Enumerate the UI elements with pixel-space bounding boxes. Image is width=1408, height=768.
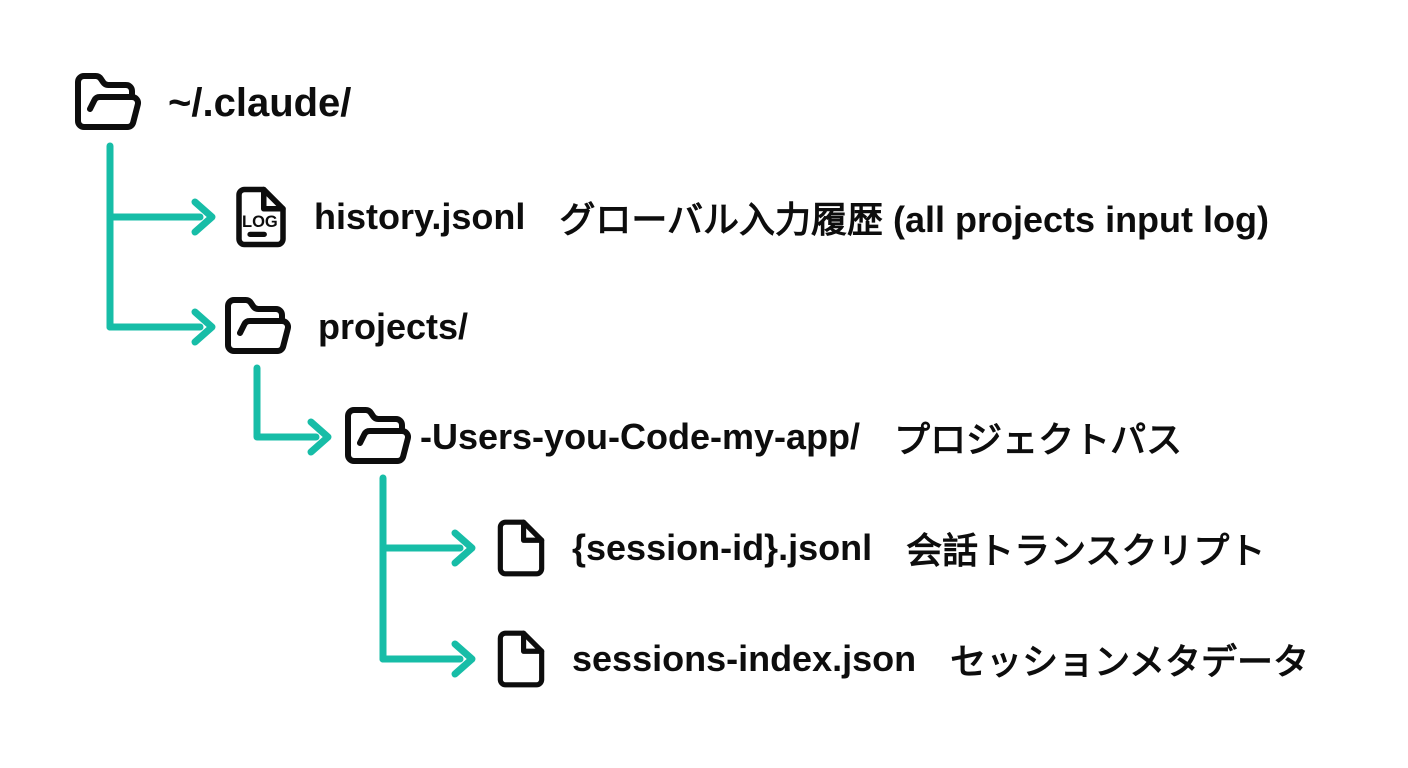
tree-node-session: {session-id}.jsonl 会話トランスクリプト bbox=[490, 511, 1265, 585]
node-label-projects: projects/ bbox=[318, 306, 469, 347]
arrowhead-myapp bbox=[307, 418, 332, 456]
folder-open-icon bbox=[222, 291, 294, 363]
arrowhead-index bbox=[451, 640, 476, 678]
file-icon bbox=[490, 517, 552, 579]
node-desc-myapp: プロジェクトパス bbox=[894, 419, 1183, 460]
file-icon bbox=[490, 628, 552, 690]
node-desc-index: セッションメタデータ bbox=[950, 641, 1310, 682]
node-label-history: history.jsonl bbox=[314, 196, 526, 237]
tree-node-index: sessions-index.json セッションメタデータ bbox=[490, 622, 1309, 696]
tree-node-projects: projects/ bbox=[222, 290, 468, 364]
folder-open-icon bbox=[342, 401, 414, 473]
arrowhead-projects bbox=[191, 308, 216, 346]
arrowhead-history bbox=[191, 198, 216, 236]
connector-projects-to-myapp bbox=[253, 364, 320, 441]
node-desc-history: グローバル入力履歴 (all projects input log) bbox=[559, 199, 1269, 240]
node-desc-session: 会話トランスクリプト bbox=[906, 530, 1266, 571]
node-label-index: sessions-index.json bbox=[572, 638, 917, 679]
tree-node-myapp: -Users-you-Code-my-app/ プロジェクトパス bbox=[342, 400, 1182, 474]
node-label-root: ~/.claude/ bbox=[168, 80, 352, 125]
tree-node-root: ~/.claude/ bbox=[72, 66, 351, 140]
log-icon-label: LOG bbox=[242, 213, 278, 231]
arrowhead-session bbox=[451, 529, 476, 567]
folder-open-icon bbox=[72, 67, 144, 139]
node-label-myapp: -Users-you-Code-my-app/ bbox=[420, 416, 861, 457]
tree-node-history: LOG history.jsonl グローバル入力履歴 (all project… bbox=[228, 180, 1269, 254]
log-file-icon: LOG bbox=[228, 184, 294, 250]
node-label-session: {session-id}.jsonl bbox=[572, 527, 873, 568]
